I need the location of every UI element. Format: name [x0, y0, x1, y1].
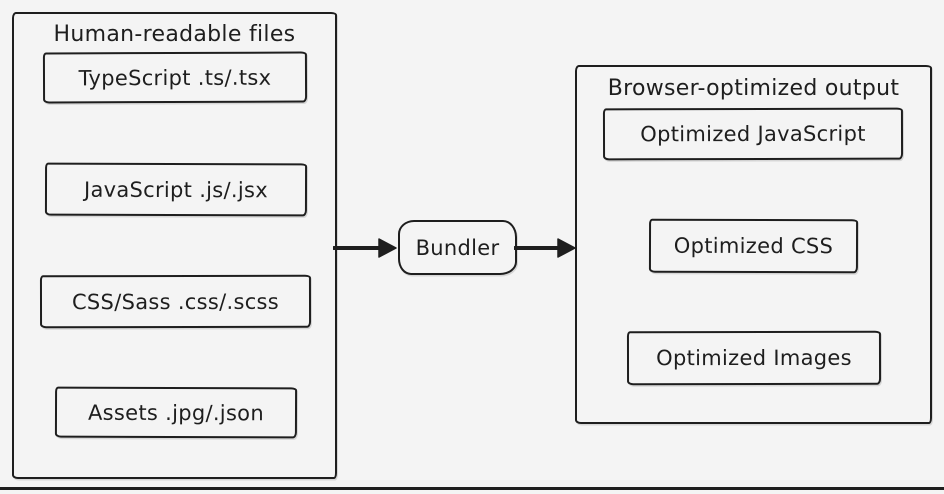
- output-box-javascript: Optimized JavaScript: [602, 107, 904, 161]
- file-box-javascript: JavaScript .js/.jsx: [44, 162, 308, 217]
- file-box-typescript-label: TypeScript .ts/.tsx: [78, 65, 272, 90]
- output-box-images-label: Optimized Images: [656, 345, 852, 371]
- output-box-images: Optimized Images: [626, 330, 882, 386]
- file-box-assets: Assets .jpg/.json: [54, 386, 298, 439]
- output-group: Browser-optimized output Optimized JavaS…: [575, 65, 932, 424]
- input-group-title: Human-readable files: [53, 22, 296, 47]
- bottom-divider: [0, 487, 944, 490]
- output-box-css-label: Optimized CSS: [673, 233, 834, 259]
- file-box-javascript-label: JavaScript .js/.jsx: [83, 177, 269, 202]
- output-box-css: Optimized CSS: [648, 218, 859, 274]
- file-box-typescript: TypeScript .ts/.tsx: [42, 51, 308, 104]
- output-group-title: Browser-optimized output: [607, 76, 900, 101]
- output-arrow: [514, 238, 576, 258]
- file-box-assets-label: Assets .jpg/.json: [87, 400, 265, 425]
- input-arrow: [333, 238, 397, 258]
- bundler-label: Bundler: [415, 235, 500, 260]
- output-box-javascript-label: Optimized JavaScript: [640, 121, 866, 147]
- bundler-node: Bundler: [398, 220, 517, 275]
- file-box-css-sass: CSS/Sass .css/.scss: [39, 274, 312, 329]
- input-files-group: Human-readable files TypeScript .ts/.tsx…: [12, 12, 337, 479]
- file-box-css-sass-label: CSS/Sass .css/.scss: [71, 289, 280, 314]
